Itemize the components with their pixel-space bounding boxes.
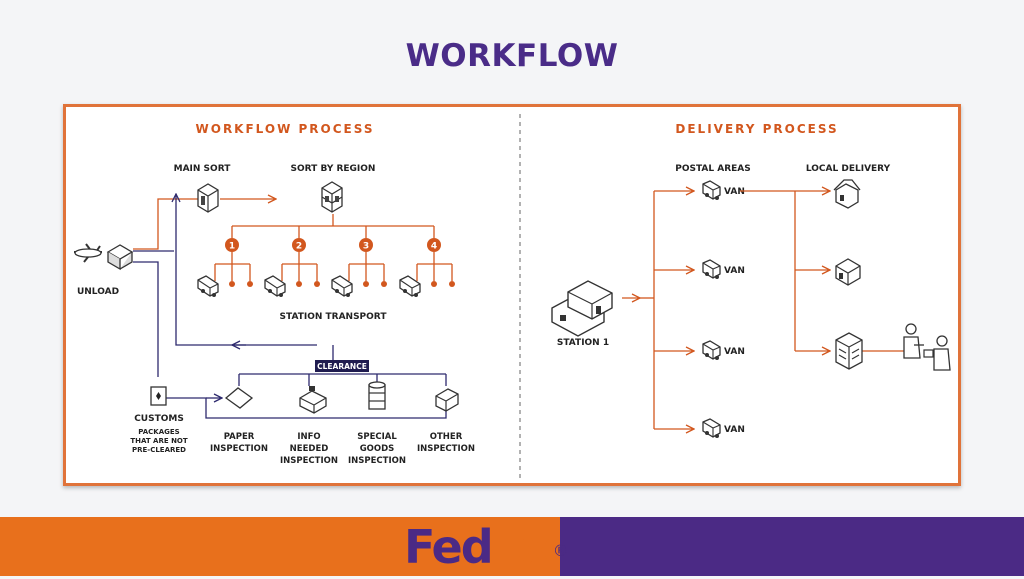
- flow-line-customs-to-inspections: [166, 397, 447, 419]
- flow-line-unload-to-customs: [133, 261, 159, 377]
- inspection-label: INSPECTION: [280, 456, 338, 466]
- workflow-process-heading: WORKFLOW PROCESS: [196, 122, 375, 136]
- van-icon: [702, 180, 721, 200]
- inspection-label: NEEDED: [290, 444, 329, 454]
- van-rows: VAN VAN VAN VAN: [654, 180, 745, 438]
- flow-line-clearance-return: [176, 194, 317, 346]
- brand-banner-purple: [560, 517, 1024, 576]
- paper-document-icon: [224, 387, 254, 409]
- inspection-label: INSPECTION: [210, 444, 268, 454]
- region-group: 4: [399, 226, 455, 297]
- svg-text:PACKAGES: PACKAGES: [138, 428, 179, 436]
- station-transport-label: STATION TRANSPORT: [280, 312, 388, 322]
- region-group: 3: [331, 226, 387, 297]
- van-icon: [702, 340, 721, 360]
- stop-dot: [296, 281, 302, 287]
- truck-icon: [197, 275, 219, 297]
- inspection-label: INSPECTION: [417, 444, 475, 454]
- stop-dot: [247, 281, 253, 287]
- stop-dot: [449, 281, 455, 287]
- region-number: 4: [431, 242, 437, 252]
- region-group: 2: [264, 226, 320, 297]
- region-number-badge: [292, 238, 306, 252]
- sort-by-region-label: SORT BY REGION: [291, 164, 376, 174]
- stop-dot: [229, 281, 235, 287]
- inspection-label: PAPER: [224, 432, 255, 442]
- truck-icon: [264, 275, 286, 297]
- airplane-icon: [74, 243, 102, 263]
- truck-icon: [331, 275, 353, 297]
- van-label: VAN: [724, 187, 745, 197]
- region-group: 1: [197, 226, 253, 297]
- inspection-labels: PAPER INSPECTION INFO NEEDED INSPECTION SPECI…: [210, 432, 475, 466]
- svg-text:PRE-CLEARED: PRE-CLEARED: [132, 446, 186, 454]
- station-building-icon: [551, 280, 613, 337]
- region-number-badge: [427, 238, 441, 252]
- package-icon: [106, 244, 134, 271]
- van-label: VAN: [724, 266, 745, 276]
- stop-dot: [431, 281, 437, 287]
- van-row: VAN: [654, 418, 745, 438]
- van-label: VAN: [724, 347, 745, 357]
- van-row: VAN: [654, 259, 745, 279]
- inspection-label: INSPECTION: [348, 456, 406, 466]
- van-row: VAN: [654, 340, 745, 360]
- recipient-person-icon: [923, 335, 951, 371]
- inspection-label: GOODS: [360, 444, 395, 454]
- page-title: WORKFLOW: [405, 38, 619, 74]
- local-delivery-label: LOCAL DELIVERY: [806, 164, 891, 174]
- van-icon: [702, 259, 721, 279]
- region-number-badge: [359, 238, 373, 252]
- flow-line-unload-to-main-sort: [133, 198, 199, 250]
- main-sort-building-icon: [197, 183, 219, 213]
- van-row: VAN: [654, 180, 745, 200]
- unload-label: UNLOAD: [77, 287, 119, 297]
- store-building-icon: [835, 258, 861, 286]
- inspection-label: INFO: [297, 432, 320, 442]
- sort-by-region-building-icon: [321, 181, 343, 213]
- van-icon: [702, 418, 721, 438]
- region-number-badge: [225, 238, 239, 252]
- inspection-label: SPECIAL: [357, 432, 397, 442]
- info-needed-package-icon: [299, 386, 327, 414]
- clearance-badge: [315, 360, 369, 372]
- special-goods-barrel-icon: [368, 381, 386, 410]
- customs-title: CUSTOMS: [134, 414, 184, 424]
- region-number: 1: [229, 242, 235, 252]
- fedex-logo: FedEx®: [404, 520, 569, 574]
- delivery-process-heading: DELIVERY PROCESS: [675, 122, 838, 136]
- postal-areas-label: POSTAL AREAS: [675, 164, 751, 174]
- stop-dot: [314, 281, 320, 287]
- office-building-icon: [835, 332, 863, 370]
- courier-person-icon: [903, 323, 924, 359]
- van-label: VAN: [724, 425, 745, 435]
- inspection-label: OTHER: [430, 432, 463, 442]
- station-label: STATION 1: [557, 338, 609, 348]
- other-package-icon: [435, 388, 459, 412]
- region-number: 2: [296, 242, 302, 252]
- region-number: 3: [363, 242, 369, 252]
- main-sort-label: MAIN SORT: [174, 164, 232, 174]
- clearance-label: CLEARANCE: [317, 362, 367, 371]
- customs-box-icon: [150, 386, 167, 406]
- stop-dot: [363, 281, 369, 287]
- svg-text:THAT ARE NOT: THAT ARE NOT: [130, 437, 188, 445]
- stop-dot: [381, 281, 387, 287]
- region-groups: 1 2 3 4: [197, 226, 455, 297]
- house-icon: [833, 179, 861, 209]
- truck-icon: [399, 275, 421, 297]
